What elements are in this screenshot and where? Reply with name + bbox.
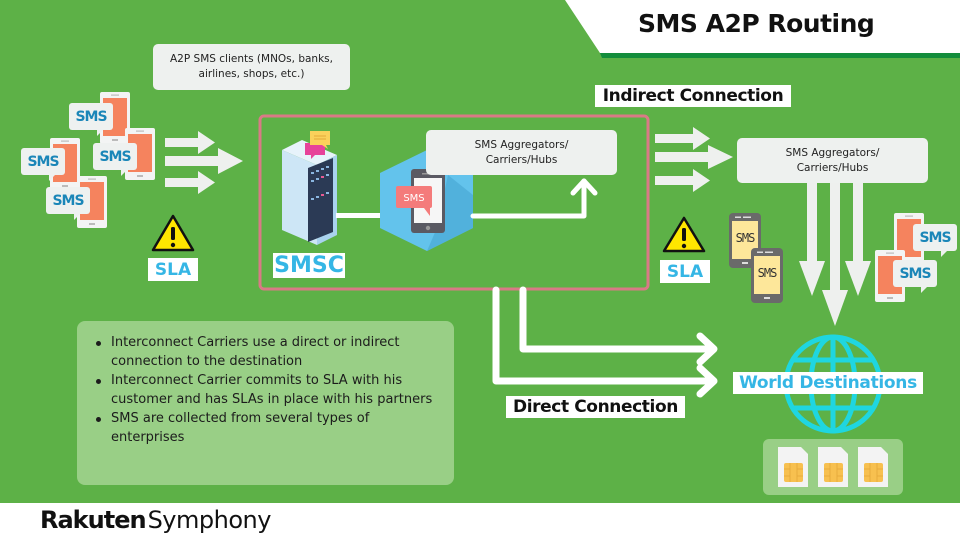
outer-aggregator-box: SMS Aggregators/ Carriers/Hubs <box>737 138 928 183</box>
outer-aggregator-label: SMS Aggregators/ Carriers/Hubs <box>785 146 880 174</box>
inner-aggregator-box: SMS Aggregators/ Carriers/Hubs <box>426 130 617 175</box>
warning-icon <box>151 214 195 252</box>
sms-bubble: SMS <box>69 103 113 136</box>
sla-label-client: SLA <box>148 258 198 281</box>
sms-bubble: SMS <box>893 260 937 293</box>
client-to-smsc-arrows <box>165 131 243 194</box>
key-points-panel: Interconnect Carriers use a direct or in… <box>77 321 454 485</box>
sms-bubble: SMS <box>93 143 137 176</box>
title-banner-shape <box>565 0 960 58</box>
title-bar: SMS A2P Routing <box>0 0 960 60</box>
sim-card-icon <box>817 446 849 488</box>
sms-bubble: SMS <box>21 148 65 181</box>
sms-bubble: SMS <box>46 187 90 220</box>
smsc-label: SMSC <box>273 253 345 278</box>
clients-caption-box: A2P SMS clients (MNOs, banks, airlines, … <box>153 44 350 90</box>
smsc-link-line <box>336 213 386 218</box>
aggregator-to-world-arrows <box>799 183 871 326</box>
brand-name-regular: Symphony <box>147 506 272 534</box>
indirect-connection-label: Indirect Connection <box>595 85 791 107</box>
brand-name-bold: Rakuten <box>40 506 147 534</box>
key-point: Interconnect Carrier commits to SLA with… <box>93 371 440 409</box>
hexagon-sms-text: SMS <box>403 193 424 204</box>
key-point: Interconnect Carriers use a direct or in… <box>93 333 440 371</box>
sla-label-partner: SLA <box>660 260 710 283</box>
brand-logo: RakutenSymphony <box>40 506 271 534</box>
key-points-list: Interconnect Carriers use a direct or in… <box>93 333 440 447</box>
diagram-graphics: SMS <box>50 92 924 495</box>
direct-connection-arrows <box>492 286 718 398</box>
mobile-hexagon-icon <box>380 150 473 251</box>
sms-bubble: SMS <box>913 224 957 257</box>
slide-title: SMS A2P Routing <box>638 9 875 38</box>
sim-card-icon <box>777 446 809 488</box>
smsc-to-aggregator-arrow <box>470 178 598 219</box>
server-rack-icon <box>282 131 337 245</box>
key-point: SMS are collected from several types of … <box>93 409 440 447</box>
inner-aggregator-label: SMS Aggregators/ Carriers/Hubs <box>474 138 569 166</box>
footer <box>0 503 960 540</box>
world-destinations-label: World Destinations <box>733 372 923 394</box>
yellow-phone-sms-text: SMS <box>735 231 756 245</box>
smsc-boundary <box>258 114 650 291</box>
direct-connection-label: Direct Connection <box>506 396 685 418</box>
clients-caption: A2P SMS clients (MNOs, banks, airlines, … <box>170 53 333 80</box>
sim-card-icon <box>857 446 889 488</box>
warning-icon <box>662 216 706 253</box>
yellow-phone-sms-text: SMS <box>757 266 778 280</box>
smsc-to-indirect-arrows <box>655 127 733 192</box>
